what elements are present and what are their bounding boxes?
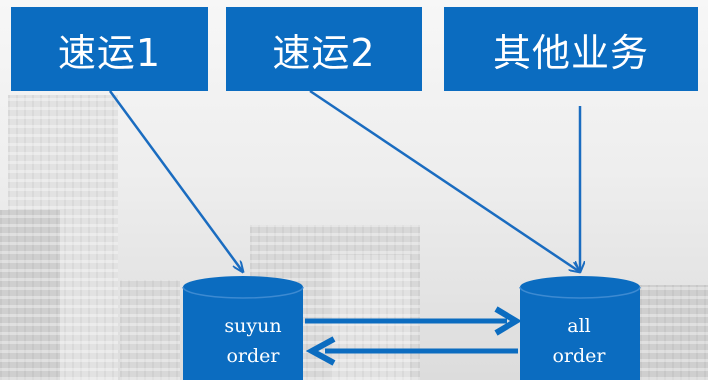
arrow-suyun1-to-suyun-order: [108, 90, 243, 272]
service-label: 速运1: [57, 30, 162, 75]
database-cylinder-all-order: [519, 276, 641, 380]
database-cylinder-suyun-order: [182, 276, 304, 380]
service-box-other-business: 其他业务: [444, 7, 698, 91]
background-building: [330, 255, 410, 380]
arrow-suyun2-to-all-order: [309, 89, 580, 272]
background-building: [120, 280, 180, 380]
service-box-suyun1: 速运1: [11, 7, 208, 91]
service-label: 速运2: [272, 30, 376, 75]
database-label-all-order: all order: [552, 315, 606, 367]
service-label: 其他业务: [492, 30, 649, 75]
sync-arrow-left: [305, 336, 518, 366]
service-box-suyun2: 速运2: [226, 7, 422, 91]
background-building: [0, 210, 60, 380]
database-label-suyun-order: suyun order: [224, 315, 282, 367]
sync-arrow-right: [305, 306, 522, 336]
